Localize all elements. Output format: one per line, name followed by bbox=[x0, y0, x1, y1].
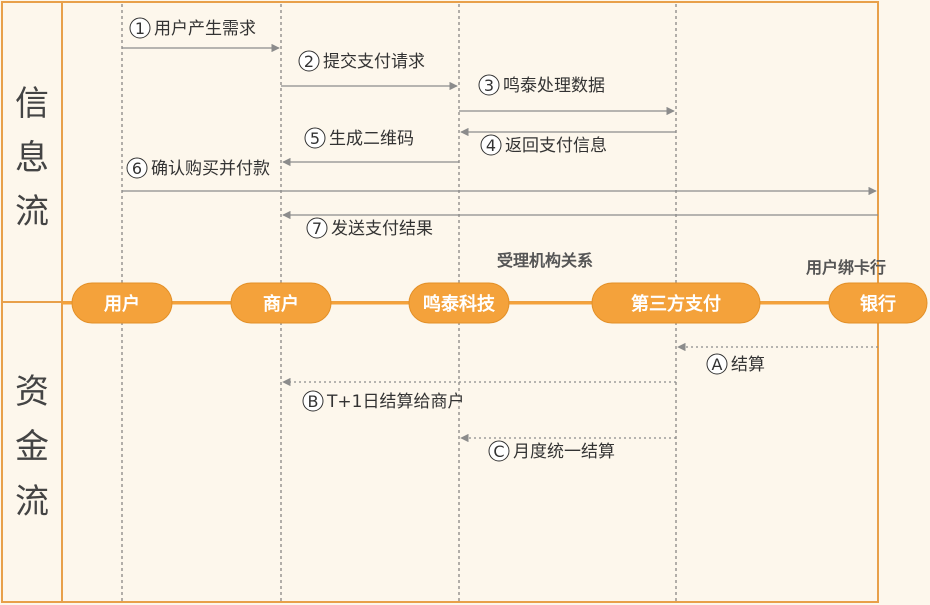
acquirer-relation-label: 受理机构关系 bbox=[497, 251, 593, 270]
fund-step-label-B: B T+1日结算给商户 bbox=[302, 390, 464, 412]
step-number-circle bbox=[478, 74, 500, 96]
step-number-circle bbox=[706, 353, 728, 375]
step-number: 1 bbox=[135, 19, 145, 38]
step-number: 2 bbox=[304, 52, 314, 71]
step-number-circle bbox=[129, 17, 151, 39]
step-number: C bbox=[493, 442, 504, 461]
node-label: 鸣泰科技 bbox=[423, 293, 496, 315]
step-number: 4 bbox=[486, 136, 496, 155]
step-text: 提交支付请求 bbox=[323, 52, 425, 72]
step-number: 6 bbox=[132, 159, 142, 178]
node-box bbox=[71, 282, 173, 324]
node-box bbox=[828, 282, 928, 324]
step-text: 生成二维码 bbox=[329, 129, 414, 149]
step-text: 返回支付信息 bbox=[505, 136, 607, 156]
node-merchant: 商户 bbox=[230, 282, 332, 324]
fund-step-label-A: A 结算 bbox=[706, 353, 765, 375]
node-label: 商户 bbox=[263, 293, 299, 315]
step-text: 结算 bbox=[731, 355, 765, 375]
node-box bbox=[230, 282, 332, 324]
info-step-label-2: 2 提交支付请求 bbox=[298, 50, 425, 72]
bank-binding-relation-label: 用户绑卡行 bbox=[806, 258, 886, 277]
step-number-circle bbox=[306, 217, 328, 239]
node-user: 用户 bbox=[71, 282, 173, 324]
step-number: 5 bbox=[310, 129, 320, 148]
step-text: 确认购买并付款 bbox=[151, 159, 270, 179]
step-number: B bbox=[308, 392, 319, 411]
step-number-circle bbox=[304, 127, 326, 149]
step-text: 用户产生需求 bbox=[154, 19, 256, 39]
info-flow-label: 信息流 bbox=[15, 84, 49, 232]
fund-step-label-C: C 月度统一结算 bbox=[488, 440, 615, 462]
node-thirdparty: 第三方支付 bbox=[591, 282, 761, 324]
node-label: 用户 bbox=[104, 293, 140, 315]
step-number-circle bbox=[488, 440, 510, 462]
step-number-circle bbox=[126, 157, 148, 179]
step-text: T+1日结算给商户 bbox=[326, 392, 464, 412]
info-step-label-6: 6 确认购买并付款 bbox=[126, 157, 270, 179]
step-text: 发送支付结果 bbox=[331, 219, 433, 239]
info-step-label-3: 3 鸣泰处理数据 bbox=[478, 74, 605, 96]
node-label: 第三方支付 bbox=[631, 293, 721, 315]
node-label: 银行 bbox=[860, 293, 896, 315]
info-step-label-1: 1 用户产生需求 bbox=[129, 17, 256, 39]
node-mingtai: 鸣泰科技 bbox=[408, 282, 510, 324]
step-number-circle bbox=[298, 50, 320, 72]
node-bank: 银行 bbox=[828, 282, 928, 324]
node-box bbox=[591, 282, 761, 324]
step-number: 3 bbox=[484, 76, 494, 95]
fund-flow-label: 资金流 bbox=[15, 372, 49, 522]
step-text: 鸣泰处理数据 bbox=[503, 76, 605, 96]
step-number-circle bbox=[480, 134, 502, 156]
info-step-label-7: 7 发送支付结果 bbox=[306, 217, 433, 239]
step-text: 月度统一结算 bbox=[513, 442, 615, 462]
step-number: A bbox=[712, 355, 723, 374]
step-number-circle bbox=[302, 390, 324, 412]
step-number: 7 bbox=[312, 219, 322, 238]
info-step-label-5: 5 生成二维码 bbox=[304, 127, 414, 149]
node-box bbox=[408, 282, 510, 324]
info-step-label-4: 4 返回支付信息 bbox=[480, 134, 607, 156]
